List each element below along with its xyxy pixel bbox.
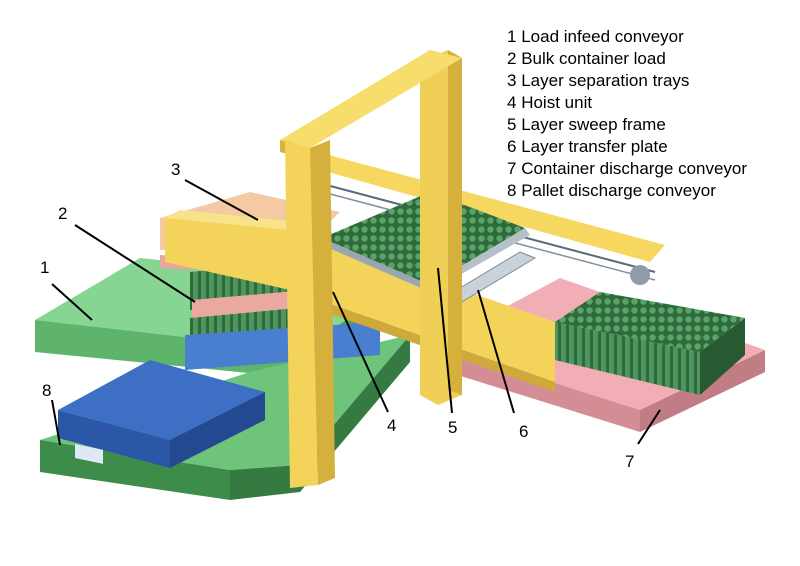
leader-line-8 [51,399,61,446]
legend-number: 1 [507,27,517,46]
legend-number: 3 [507,71,517,90]
legend-item: 6 Layer transfer plate [507,136,747,158]
callout-7: 7 [625,452,635,471]
legend-label: Bulk container load [521,49,666,68]
callout-4: 4 [387,416,397,435]
legend-item: 7 Container discharge conveyor [507,158,747,180]
legend-item: 3 Layer separation trays [507,70,747,92]
legend-number: 5 [507,115,517,134]
leader-line-2 [74,224,196,303]
legend-label: Load infeed conveyor [521,27,684,46]
legend-item: 1 Load infeed conveyor [507,26,747,48]
legend-number: 6 [507,137,517,156]
legend: 1 Load infeed conveyor 2 Bulk container … [507,26,747,202]
legend-label: Hoist unit [521,93,593,112]
legend-item: 4 Hoist unit [507,92,747,114]
callout-1: 1 [40,258,50,277]
legend-number: 2 [507,49,517,68]
legend-number: 4 [507,93,517,112]
legend-item: 2 Bulk container load [507,48,747,70]
legend-label: Layer separation trays [521,71,690,90]
legend-item: 5 Layer sweep frame [507,114,747,136]
legend-number: 7 [507,159,517,178]
legend-label: Container discharge conveyor [521,159,748,178]
callout-2: 2 [58,204,68,223]
leader-line-7 [637,409,661,445]
legend-label: Pallet discharge conveyor [521,181,716,200]
callout-3: 3 [171,160,181,179]
leader-lines [51,179,661,446]
callout-6: 6 [519,422,529,441]
legend-number: 8 [507,181,517,200]
legend-item: 8 Pallet discharge conveyor [507,180,747,202]
leader-line-6 [477,289,515,414]
legend-label: Layer transfer plate [521,137,668,156]
leader-line-1 [51,283,93,321]
callout-5: 5 [448,418,458,437]
discharged-bottle-layer [555,292,745,395]
callout-8: 8 [42,381,52,400]
legend-label: Layer sweep frame [521,115,666,134]
leader-line-4 [332,291,389,413]
leader-line-3 [184,179,259,221]
gantry-frame [280,50,462,488]
pallet [58,360,265,468]
leader-line-5 [437,267,453,414]
